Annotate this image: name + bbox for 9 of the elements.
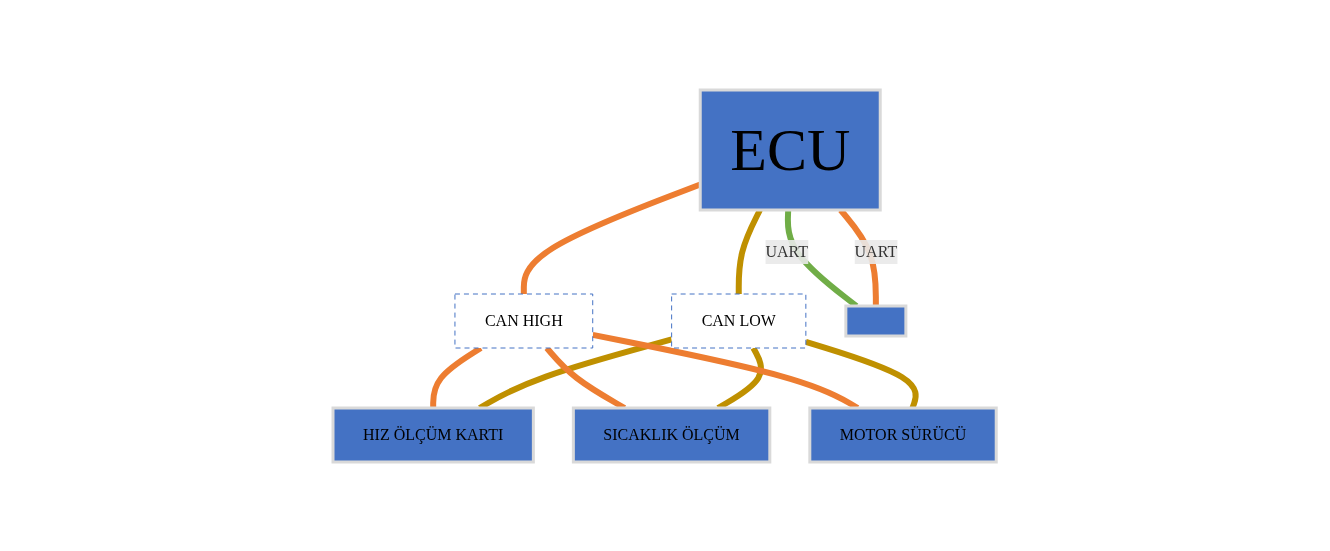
node-box: SICAKLIK ÖLÇÜM: [572, 406, 772, 463]
node-box: [844, 304, 908, 337]
node-box: MOTOR SÜRÜCÜ: [808, 406, 999, 463]
node-box: HIZ ÖLÇÜM KARTI: [331, 406, 536, 463]
node-box: CAN HIGH: [454, 293, 594, 348]
node-box: ECU: [699, 88, 883, 211]
edge-label: UART: [854, 242, 898, 260]
node-box: CAN LOW: [671, 293, 807, 348]
edge-label: UART: [765, 242, 809, 260]
